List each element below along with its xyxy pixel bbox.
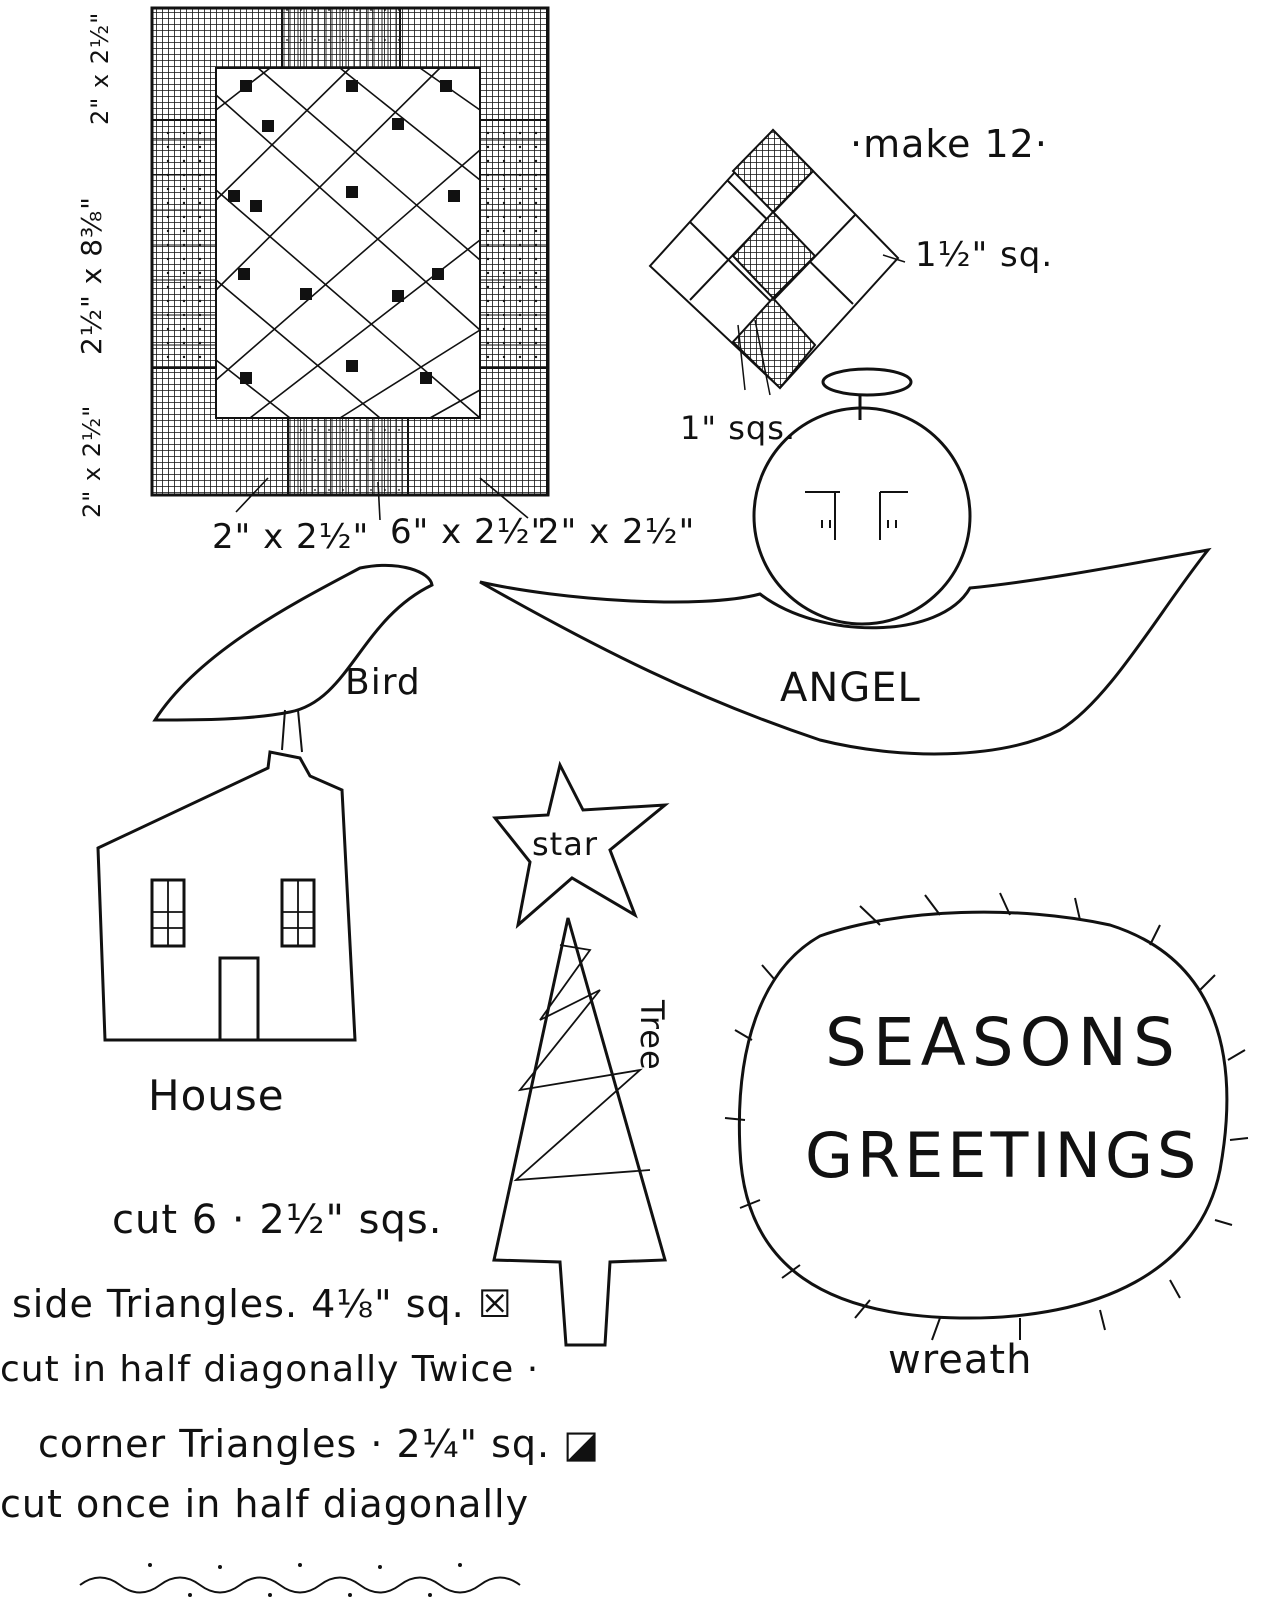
wreath-text-greetings: GREETINGS: [805, 1119, 1201, 1192]
dim-bottom-a-label: 2" x 2½": [212, 517, 370, 557]
star-label: star: [532, 825, 598, 863]
nine-patch-block: [648, 128, 906, 396]
quilt-diagram: [150, 6, 550, 497]
dim-top-left-label: 2" x 2½": [86, 11, 114, 125]
star-tree-shape: [492, 760, 670, 1347]
dim-side-left-label: 2½" x 8⅜": [75, 195, 108, 355]
dim-bottom-left-label: 2" x 2½": [78, 404, 106, 518]
instruction-line-5: cut once in half diagonally: [0, 1482, 530, 1526]
angel-label: ANGEL: [780, 665, 921, 711]
instruction-line-1: cut 6 · 2½" sqs.: [112, 1197, 443, 1243]
instruction-line-3: cut in half diagonally Twice ·: [0, 1349, 540, 1390]
bird-label: Bird: [345, 662, 421, 703]
instruction-line-4: corner Triangles · 2¼" sq. ◪: [38, 1422, 601, 1466]
half-square-label: 1½" sq.: [915, 235, 1054, 275]
tree-label: Tree: [633, 1000, 671, 1071]
decorative-border: [79, 1563, 521, 1597]
wreath-label: wreath: [888, 1337, 1033, 1383]
house-shape: [96, 750, 357, 1042]
wreath-shape: [724, 892, 1249, 1341]
angel-shape: [479, 367, 1212, 756]
make-count-label: ·make 12·: [850, 122, 1048, 166]
house-label: House: [148, 1071, 285, 1120]
dim-bottom-c-label: 2" x 2½": [538, 512, 696, 552]
one-inch-squares-label: 1" sqs.: [680, 409, 797, 447]
wreath-text-seasons: SEASONS: [825, 1004, 1181, 1081]
dim-bottom-b-label: 6" x 2½": [390, 512, 548, 552]
bird-shape: [152, 563, 434, 753]
instruction-line-2: side Triangles. 4⅛" sq. ☒: [12, 1282, 513, 1326]
